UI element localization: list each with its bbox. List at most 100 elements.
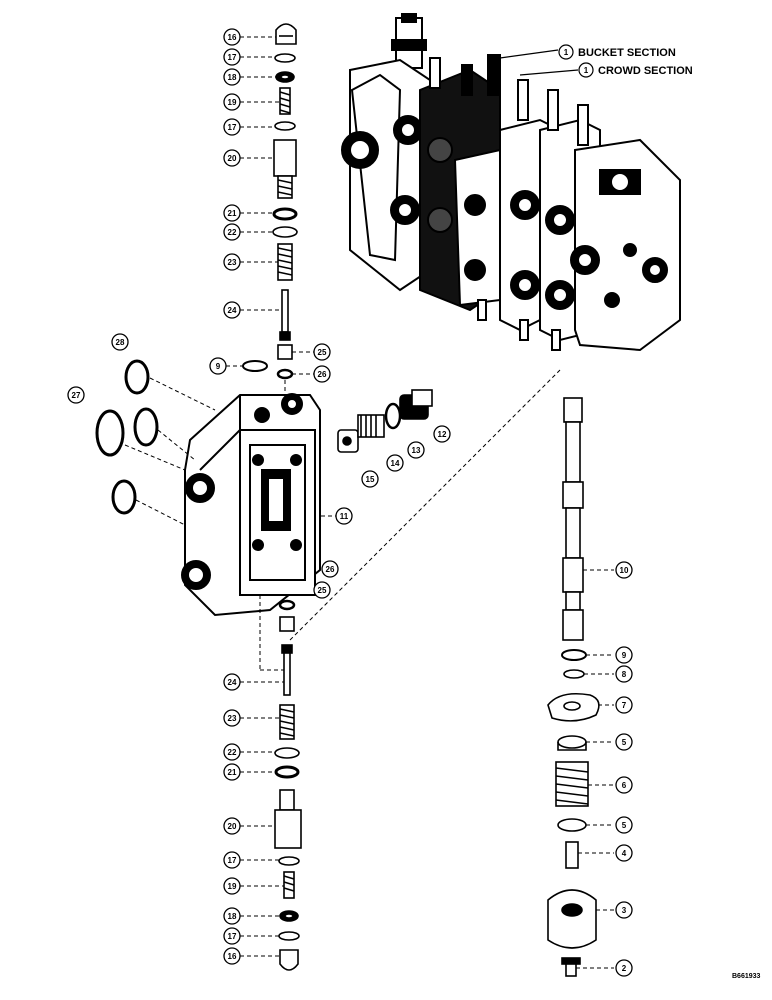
callout-circle [615, 561, 633, 579]
callout-circle [223, 301, 241, 319]
callout-label: 15 [366, 475, 375, 484]
section-label-bucket-num: 1 [564, 48, 569, 57]
leader-lines-body [124, 369, 561, 671]
callout-label: 26 [318, 370, 327, 379]
callout-circle [223, 927, 241, 945]
callout-9: 9 [209, 357, 227, 375]
callout-22: 22 [223, 743, 241, 761]
callout-17: 17 [223, 927, 241, 945]
callout-circle [313, 365, 331, 383]
callout-circle [223, 48, 241, 66]
callout-circle [111, 333, 129, 351]
callout-label: 16 [228, 33, 237, 42]
callout-label: 4 [622, 849, 627, 858]
callout-circle [223, 817, 241, 835]
callout-circle [223, 204, 241, 222]
callout-circle [223, 877, 241, 895]
callout-label: 6 [622, 781, 627, 790]
callout-14: 14 [386, 454, 404, 472]
leader-lines-left [226, 36, 336, 957]
callout-13: 13 [407, 441, 425, 459]
drawing-number: B661933 [732, 973, 761, 980]
callout-label: 22 [228, 228, 237, 237]
callout-label: 23 [228, 258, 237, 267]
callout-label: 18 [228, 73, 237, 82]
callout-circle [407, 441, 425, 459]
callout-circle [313, 581, 331, 599]
callout-circle [615, 696, 633, 714]
callout-label: 17 [228, 932, 237, 941]
bottom-relief-valve-parts [274, 599, 302, 971]
callout-6: 6 [615, 776, 633, 794]
callout-20: 20 [223, 817, 241, 835]
callout-label: 9 [622, 651, 627, 660]
callout-17: 17 [223, 48, 241, 66]
callout-circle [223, 68, 241, 86]
callout-5: 5 [615, 733, 633, 751]
section-label-crowd: 1 CROWD SECTION [519, 62, 693, 78]
callout-label: 10 [620, 566, 629, 575]
section-label-bucket: 1 BUCKET SECTION [499, 44, 676, 60]
callout-label: 11 [340, 512, 349, 521]
valve-assembly-illustration [341, 13, 681, 352]
callout-circle [615, 646, 633, 664]
callout-18: 18 [223, 907, 241, 925]
callout-label: 17 [228, 53, 237, 62]
callout-16: 16 [223, 947, 241, 965]
section-label-bucket-text: BUCKET SECTION [578, 47, 676, 59]
callout-25: 25 [313, 343, 331, 361]
callout-9: 9 [615, 646, 633, 664]
callout-label: 14 [391, 459, 400, 468]
callout-2: 2 [615, 959, 633, 977]
callout-label: 5 [622, 738, 627, 747]
callout-28: 28 [111, 333, 129, 351]
callout-26: 26 [313, 365, 331, 383]
callout-7: 7 [615, 696, 633, 714]
callout-24: 24 [223, 301, 241, 319]
callout-16: 16 [223, 28, 241, 46]
callout-label: 18 [228, 912, 237, 921]
callout-circle [223, 709, 241, 727]
callout-circle [361, 470, 379, 488]
callout-label: 26 [326, 565, 335, 574]
callout-label: 21 [228, 209, 237, 218]
callout-label: 17 [228, 856, 237, 865]
callout-circle [223, 28, 241, 46]
callout-label: 2 [622, 964, 627, 973]
callout-circle [209, 357, 227, 375]
o-ring-9-top [242, 360, 268, 372]
callout-label: 25 [318, 348, 327, 357]
callout-label: 9 [216, 362, 221, 371]
callout-circle [223, 223, 241, 241]
callout-circle [223, 673, 241, 691]
callout-label: 5 [622, 821, 627, 830]
callout-bubbles: 1617181917202122232492526282712131415112… [67, 28, 633, 977]
callout-circle [313, 343, 331, 361]
callout-circle [223, 118, 241, 136]
callout-circle [223, 763, 241, 781]
callout-circle [335, 507, 353, 525]
callout-circle [615, 816, 633, 834]
callout-15: 15 [361, 470, 379, 488]
callout-circle [615, 776, 633, 794]
callout-circle [615, 665, 633, 683]
callout-circle [223, 947, 241, 965]
callout-label: 20 [228, 822, 237, 831]
top-relief-valve-parts [272, 23, 298, 380]
callout-21: 21 [223, 204, 241, 222]
callout-label: 25 [318, 586, 327, 595]
leader-lines-spool [576, 569, 614, 969]
relief-plug-parts [337, 389, 433, 453]
callout-circle [223, 253, 241, 271]
callout-26: 26 [321, 560, 339, 578]
section-label-crowd-text: CROWD SECTION [598, 65, 693, 77]
callout-8: 8 [615, 665, 633, 683]
callout-10: 10 [615, 561, 633, 579]
callout-21: 21 [223, 763, 241, 781]
callout-label: 24 [228, 678, 237, 687]
callout-circle [615, 844, 633, 862]
callout-label: 13 [412, 446, 421, 455]
callout-label: 23 [228, 714, 237, 723]
callout-circle [615, 733, 633, 751]
callout-25: 25 [313, 581, 331, 599]
